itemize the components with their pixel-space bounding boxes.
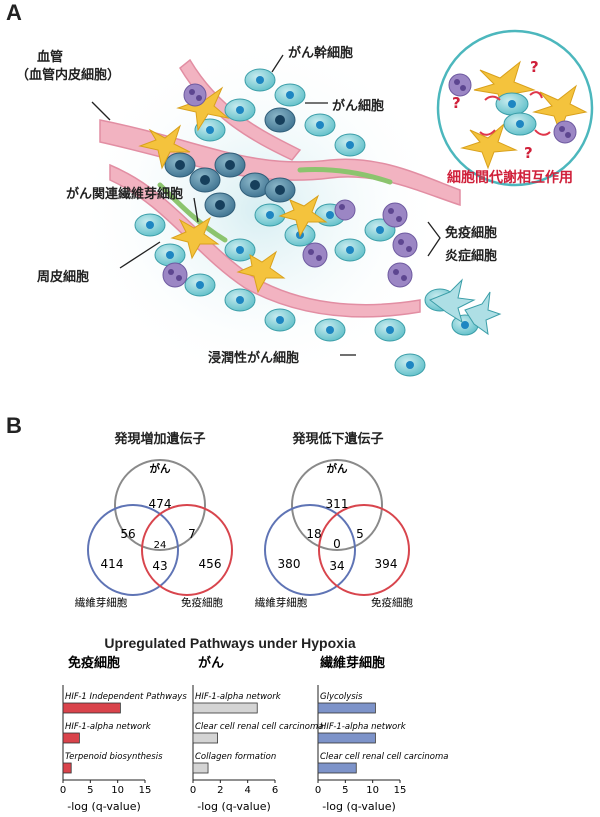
- bar-chart-2-category-label: Glycolysis: [320, 692, 363, 702]
- venn-down-title: 発現低下遺伝子: [292, 432, 384, 447]
- bar-chart-1-tick-label: 0: [190, 785, 196, 796]
- bar-chart-2-tick-label: 5: [342, 785, 348, 796]
- bar-chart-2-category-label: Clear cell renal cell carcinoma: [320, 752, 448, 762]
- label-immune-cell: 免疫細胞: [445, 226, 498, 241]
- question-mark-2: ?: [530, 58, 539, 76]
- bar-chart-2-bar: [317, 732, 376, 744]
- bar-chart-2-tick-label: 0: [315, 785, 321, 796]
- venn-up-top-label: がん: [150, 462, 171, 475]
- venn-down-top-left: 18: [306, 527, 321, 541]
- invasive-cells: [428, 278, 502, 336]
- bar-chart-1-bar: [192, 702, 258, 714]
- label-caf: がん関連繊維芽細胞: [66, 187, 184, 202]
- venn-down-only-top: 311: [326, 497, 349, 511]
- bar-chart-1-category-label: Clear cell renal cell carcinoma: [195, 722, 323, 732]
- venn-up-only-right: 456: [199, 557, 222, 571]
- pericyte-1: [157, 182, 228, 243]
- venn-up-circle-cancer: [114, 459, 206, 551]
- venn-up-right-label: 免疫細胞: [181, 596, 223, 609]
- bar-chart-2-bar: [317, 702, 376, 714]
- bar-chart-0-category-label: HIF-1 Independent Pathways: [65, 692, 187, 702]
- bar-chart-1-tick-label: 6: [272, 785, 278, 796]
- venn-up-circle-fibroblast: [87, 504, 179, 596]
- label-invasive-cancer-cell: 浸潤性がん細胞: [208, 351, 300, 366]
- panel-a-letter: A: [6, 0, 22, 25]
- venn-up-center: 24: [154, 540, 167, 551]
- bar-chart-2-title: 繊維芽細胞: [320, 655, 385, 671]
- bar-chart-2-bar: [317, 762, 357, 774]
- bar-chart-0-bar: [62, 732, 80, 744]
- pathway-bar-charts: 免疫細胞 0 5 10 15 -log (q-value) HIF-1 Independen…: [60, 655, 449, 813]
- label-endothelial: （血管内皮細胞）: [16, 68, 121, 83]
- label-cancer-stem-cell: がん幹細胞: [288, 46, 354, 61]
- question-mark-3: ?: [524, 144, 533, 162]
- immune-cells: [162, 83, 418, 288]
- venn-up-title: 発現増加遺伝子: [114, 432, 206, 447]
- bar-chart-2-xlabel: -log (q-value): [322, 800, 396, 813]
- label-pointers: [91, 54, 441, 356]
- bar-chart-0-bar: [62, 762, 72, 774]
- bar-chart-0-tick-label: 0: [60, 785, 66, 796]
- bar-chart-2-category-label: HIF-1-alpha network: [320, 722, 407, 732]
- bar-chart-0-tick-label: 10: [111, 785, 124, 796]
- pericyte-2: [297, 167, 393, 185]
- bar-chart-0-title: 免疫細胞: [68, 655, 120, 671]
- venn-down-top-right: 5: [356, 527, 364, 541]
- bar-chart-0-bar: [62, 702, 121, 714]
- venn-down-right-label: 免疫細胞: [371, 596, 413, 609]
- label-cancer-cell: がん細胞: [332, 99, 385, 114]
- venn-up-top-left: 56: [120, 527, 135, 541]
- bar-chart-0-category-label: HIF-1-alpha network: [65, 722, 152, 732]
- venn-down-left-label: 繊維芽細胞: [255, 596, 308, 609]
- fibroblasts: [138, 86, 328, 294]
- venn-up-left-right: 43: [152, 559, 167, 573]
- bar-chart-0-category-label: Terpenoid biosynthesis: [65, 752, 163, 762]
- pathways-title: Upregulated Pathways under Hypoxia: [104, 635, 356, 651]
- venn-down-only-left: 380: [278, 557, 301, 571]
- bar-chart-1-xlabel: -log (q-value): [197, 800, 271, 813]
- venn-up-circle-immune: [141, 504, 233, 596]
- cancer-stem-cells: [164, 107, 296, 218]
- bar-chart-1-bar: [192, 732, 219, 744]
- label-blood-vessel: 血管: [37, 50, 64, 65]
- venn-up-only-top: 474: [149, 497, 172, 511]
- venn-down-top-label: がん: [327, 462, 348, 475]
- tumor-microenvironment-illustration: ? ? ?: [75, 29, 594, 385]
- interaction-inset-cells: [448, 60, 588, 170]
- venn-up-left-label: 繊維芽細胞: [75, 596, 128, 609]
- venn-down-circle-immune: [318, 504, 410, 596]
- venn-down-circle-fibroblast: [264, 504, 356, 596]
- label-pericyte: 周皮細胞: [37, 270, 90, 285]
- venn-down-only-right: 394: [375, 557, 398, 571]
- bar-chart-1-tick-label: 4: [244, 785, 250, 796]
- label-metabolic-interaction: 細胞間代謝相互作用: [447, 170, 573, 186]
- bar-chart-0-tick-label: 5: [87, 785, 93, 796]
- bar-chart-0-tick-label: 15: [139, 785, 152, 796]
- venn-down-center: 0: [333, 537, 341, 551]
- bar-chart-1-category-label: HIF-1-alpha network: [195, 692, 282, 702]
- bar-chart-1-title: がん: [198, 655, 224, 671]
- label-inflammatory-cell: 炎症細胞: [445, 249, 498, 264]
- bar-chart-1-bar: [192, 762, 209, 774]
- venn-diagrams: がん 474 56 7 24 414 43 456 繊維芽細胞 免疫細胞 がん …: [75, 459, 413, 609]
- cancer-cells: [134, 68, 479, 377]
- venn-up: がん 474 56 7 24 414 43 456 繊維芽細胞 免疫細胞: [75, 459, 233, 609]
- panel-b-letter: B: [6, 413, 22, 438]
- bar-chart-2-tick-label: 10: [366, 785, 379, 796]
- bar-chart-2-tick-label: 15: [394, 785, 407, 796]
- venn-down-left-right: 34: [329, 559, 344, 573]
- bar-chart-1-category-label: Collagen formation: [195, 752, 276, 762]
- question-mark-1: ?: [452, 94, 461, 112]
- venn-down-circle-cancer: [291, 459, 383, 551]
- bar-chart-0-xlabel: -log (q-value): [67, 800, 141, 813]
- venn-up-top-right: 7: [188, 527, 196, 541]
- venn-down: がん 311 18 5 0 380 34 394 繊維芽細胞 免疫細胞: [255, 459, 413, 609]
- venn-up-only-left: 414: [101, 557, 124, 571]
- bar-chart-1-tick-label: 2: [217, 785, 223, 796]
